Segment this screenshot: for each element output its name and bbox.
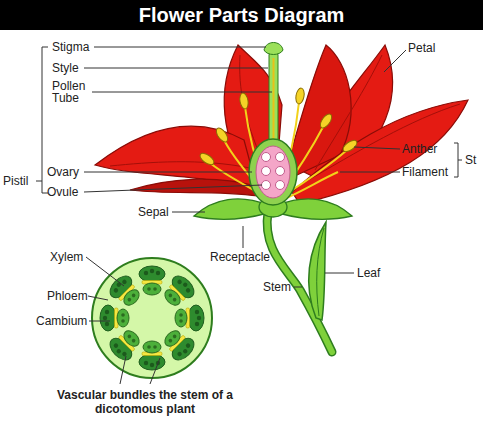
part-label: Leaf: [357, 266, 380, 280]
part-label: Xylem: [50, 250, 83, 264]
part-label: Filament: [402, 165, 448, 179]
sepal: [278, 199, 352, 219]
part-label: Pollen Tube: [52, 80, 92, 104]
stem-cross-section: [92, 258, 212, 378]
part-label: Ovule: [47, 185, 78, 199]
petals: [95, 45, 468, 204]
part-label: Stigma: [52, 40, 89, 54]
part-label: St: [465, 153, 476, 167]
ovules: [262, 153, 285, 190]
part-label: Petal: [408, 41, 435, 55]
pollen-tube: [273, 58, 275, 150]
leaf-vein: [317, 228, 324, 316]
caption-label: Vascular bundles the stem of a dicotomou…: [55, 388, 235, 416]
diagram-title: Flower Parts Diagram: [0, 0, 483, 30]
part-label: Style: [52, 61, 79, 75]
part-label: Sepal: [138, 205, 169, 219]
part-label: Anther: [402, 142, 437, 156]
vascular-bundles: [100, 266, 204, 370]
part-label: Cambium: [36, 314, 87, 328]
sepal: [194, 199, 268, 219]
part-label: Receptacle: [210, 250, 270, 264]
part-label: Ovary: [47, 165, 79, 179]
leaf: [309, 222, 326, 320]
part-label: Phloem: [47, 289, 88, 303]
ovary: [249, 139, 297, 205]
stigma: [264, 43, 283, 55]
leader-lines: [36, 47, 462, 384]
ovary-chamber: [256, 146, 290, 198]
part-label: Pistil: [3, 174, 28, 188]
part-label: Stem: [263, 280, 291, 294]
